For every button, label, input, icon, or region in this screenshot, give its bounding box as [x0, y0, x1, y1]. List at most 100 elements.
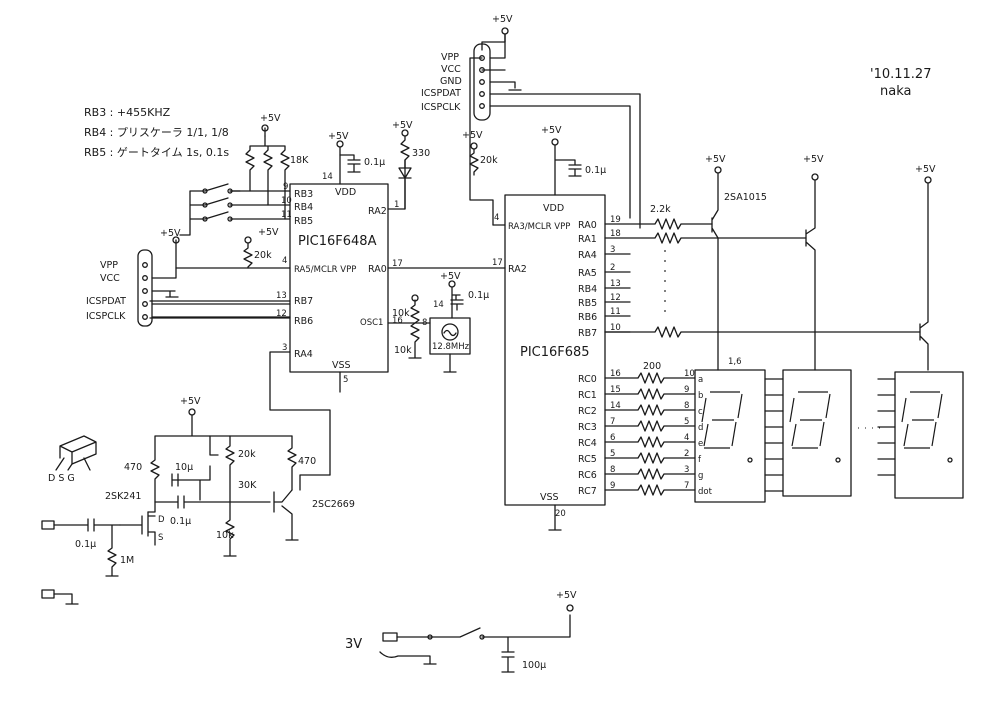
mcu2-num-11: 11 — [610, 307, 621, 317]
mcu2-num-10: 10 — [610, 323, 621, 333]
icsp-t-vpp: VPP — [441, 52, 459, 63]
mcu1-name: PIC16F648A — [298, 234, 377, 249]
author-label: naka — [880, 84, 911, 99]
mcu1-num-14: 14 — [322, 172, 333, 182]
note-rb5: RB5 : ゲートタイム 1s, 0.1s — [84, 146, 229, 159]
power-5v-g: +5V — [492, 14, 513, 25]
segment-name: b — [698, 391, 703, 401]
r-10k-a-label: 10k — [392, 308, 410, 319]
power-5v-d: +5V — [328, 131, 349, 142]
c-01u-in-label: 0.1μ — [75, 539, 96, 550]
mcu2-pin-ra4: RA4 — [578, 250, 597, 261]
r-20k-b-label: 20k — [480, 155, 498, 166]
icsp-l-vcc: VCC — [100, 273, 120, 284]
dip-switches — [179, 183, 241, 236]
led-circuit: +5V 330 — [392, 120, 430, 210]
segment-resistor — [604, 436, 696, 448]
mcu2-pin-rb6: RB6 — [578, 312, 597, 323]
mcu2-num-14: 14 — [610, 401, 621, 411]
mcu2-pin-ra0: RA0 — [578, 220, 597, 231]
power-5v-l: +5V — [915, 164, 936, 175]
pnp-label: 2SA1015 — [724, 192, 767, 203]
r-30k-label: 30K — [238, 480, 257, 491]
power-5v-a: +5V — [260, 113, 281, 124]
note-rb4: RB4 : プリスケーラ 1/1, 1/8 — [84, 126, 229, 139]
c-10u-label: 10μ — [175, 462, 193, 473]
mcu1-vdd: VDD — [335, 187, 356, 198]
mcu2-num-12: 12 — [610, 293, 621, 303]
icsp-connector-top: +5V VPP VCC GND ICSPDAT ICSPCLK — [421, 14, 641, 229]
icsp-l-vpp: VPP — [100, 260, 118, 271]
mcu1-pin-ra4: RA4 — [294, 349, 313, 360]
segment-pin-number: 8 — [684, 401, 689, 411]
mcu2-pin-ra1: RA1 — [578, 234, 597, 245]
r-20k-a-label: 20k — [254, 250, 272, 261]
mcu1-pin-rb3: RB3 — [294, 189, 313, 200]
segment-name: d — [698, 423, 703, 433]
c-01u-a-label: 0.1μ — [364, 157, 385, 168]
icsp-l-clk: ICSPCLK — [86, 311, 126, 322]
mcu2-pin-rc6: RC6 — [578, 470, 597, 481]
mcu2-num-9: 9 — [610, 481, 615, 491]
power-5v-e: +5V — [392, 120, 413, 131]
icsp-t-vcc: VCC — [441, 64, 461, 75]
power-5v-j: +5V — [705, 154, 726, 165]
r-22k-label: 2.2k — [650, 204, 671, 215]
segment-resistor — [604, 452, 696, 464]
r-18k-label: 18K — [290, 155, 309, 166]
mcu2-pin-rc2: RC2 — [578, 406, 597, 417]
mcu1-vdd-cap: +5V 0.1μ — [328, 131, 385, 173]
amplifier: +5V 470 470 20k 30K 10k 10μ 0.1μ 2SC2669 — [124, 396, 355, 557]
npn-label: 2SC2669 — [312, 499, 355, 510]
mcu1-pin-rb7: RB7 — [294, 296, 313, 307]
segment-name: dot — [698, 487, 713, 497]
power-5v-b: +5V — [258, 227, 279, 238]
mcu2-pin-rc4: RC4 — [578, 438, 597, 449]
mcu1-block: PIC16F648A VDD VSS RB3 RB4 RB5 RA5/MCLR … — [276, 172, 403, 385]
mcu2-pin-rc0: RC0 — [578, 374, 597, 385]
mcu1-num-3: 3 — [282, 343, 287, 353]
mcu2-num-17: 17 — [492, 258, 503, 268]
mcu2-pin-rc1: RC1 — [578, 390, 597, 401]
fet-d: D — [158, 515, 165, 525]
mcu2-mclr-pullup: +5V 20k — [462, 130, 498, 176]
segment-resistor — [604, 404, 696, 416]
r-200-label: 200 — [643, 361, 661, 372]
mcu1-num-1: 1 — [394, 200, 399, 210]
mcu2-num-15: 15 — [610, 385, 621, 395]
mcu2-vdd-cap: +5V 0.1μ — [541, 125, 606, 196]
mcu1-vss: VSS — [332, 360, 351, 371]
mcu2-pin-ra5: RA5 — [578, 268, 597, 279]
mcu2-num-16: 16 — [610, 369, 621, 379]
crystal-label: 12.8MHz — [432, 342, 470, 352]
mcu1-pin-ra5: RA5/MCLR VPP — [294, 265, 356, 275]
power-input: 3V 100μ +5V — [345, 590, 577, 673]
mcu2-num-7: 7 — [610, 417, 615, 427]
mcu2-pin-rc5: RC5 — [578, 454, 597, 465]
mcu2-num-5: 5 — [610, 449, 615, 459]
segment-name: a — [698, 375, 703, 385]
batt-label: 3V — [345, 637, 362, 652]
power-5v-c: +5V — [160, 228, 181, 239]
segment-resistor — [604, 468, 696, 480]
mcu2-name: PIC16F685 — [520, 345, 590, 360]
segment-pin-number: 2 — [684, 449, 689, 459]
fet-s: S — [158, 533, 163, 543]
mcu1-num-17: 17 — [392, 259, 403, 269]
mcu2-pin-rc7: RC7 — [578, 486, 597, 497]
segment-resistor — [604, 420, 696, 432]
power-5v-m: +5V — [180, 396, 201, 407]
mcu2-num-4: 4 — [494, 213, 499, 223]
digit-drivers: +5V 2SA1015 2.2k +5V +5V — [604, 154, 936, 371]
mcu1-num-16: 16 — [392, 316, 403, 326]
r-10k-c-label: 10k — [216, 530, 234, 541]
r-330-label: 330 — [412, 148, 430, 159]
power-5v-n: +5V — [556, 590, 577, 601]
mcu1-pin-osc1: OSC1 — [360, 318, 383, 328]
note-rb3: RB3 : +455KHZ — [84, 106, 171, 119]
mcu2-pin-ra3: RA3/MCLR VPP — [508, 222, 570, 232]
fet-pins-label: D S G — [48, 473, 75, 484]
mcu1-pin-rb6: RB6 — [294, 316, 313, 327]
